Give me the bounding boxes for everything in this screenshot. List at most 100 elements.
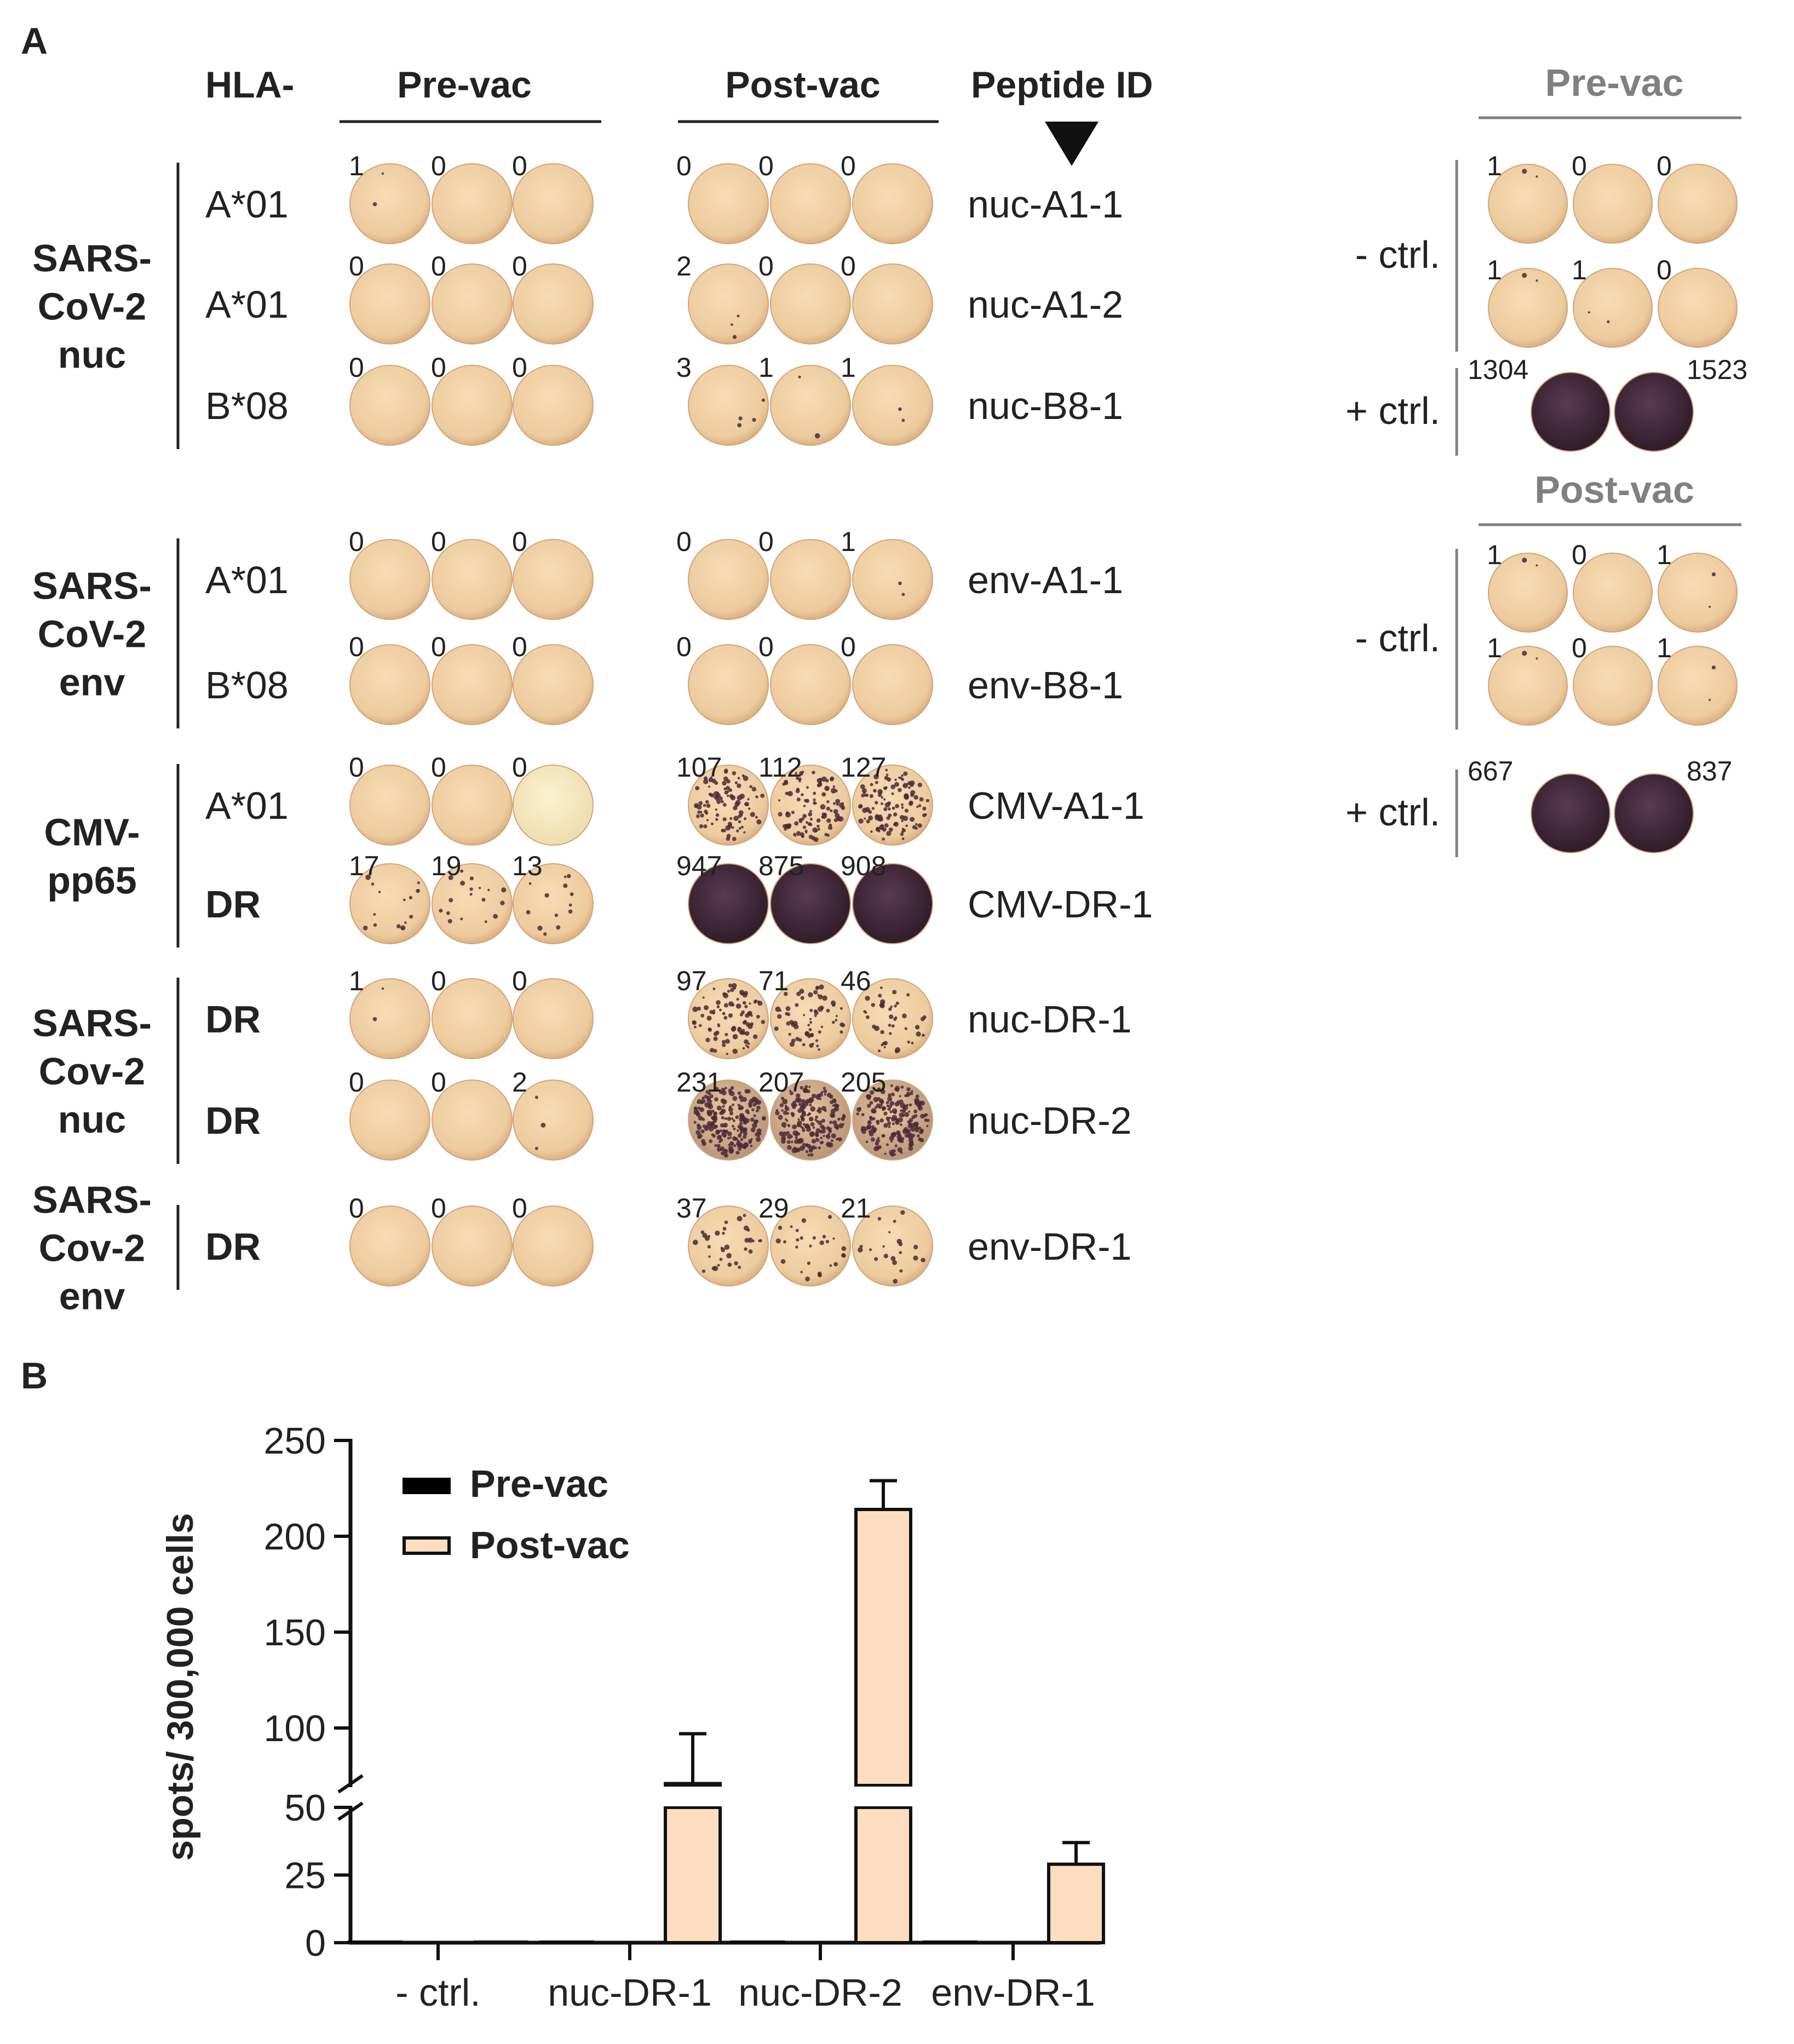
- group-label-line: SARS-: [32, 1002, 152, 1044]
- spot-count: 127: [841, 752, 886, 783]
- spot-count: 0: [349, 1193, 364, 1224]
- y-tick-label: 150: [264, 1612, 326, 1653]
- well-disc: [852, 644, 933, 725]
- well-disc: [688, 263, 769, 345]
- well-spots: [731, 314, 740, 339]
- well-disc: [1614, 372, 1694, 452]
- pre-vac-well: [432, 978, 513, 1059]
- pre-vac-well: [513, 1080, 594, 1161]
- spot-count: 1304: [1468, 354, 1528, 385]
- hla-allele: DR: [205, 998, 261, 1041]
- x-tick-label: env-DR-1: [931, 1971, 1095, 2014]
- spot-count: 46: [841, 966, 871, 996]
- pre-vac-well: [349, 978, 430, 1059]
- well-disc: [852, 1205, 933, 1287]
- well-spots: [534, 1095, 546, 1150]
- neg-control-well: [1488, 646, 1568, 726]
- neg-control-well: [1573, 646, 1653, 726]
- spot-count: 231: [676, 1067, 722, 1098]
- well-disc: [513, 1080, 594, 1161]
- group-label-line: nuc: [58, 334, 126, 376]
- legend-label-post-vac: Post-vac: [470, 1524, 630, 1566]
- well-spots: [774, 984, 846, 1051]
- spot-count: 0: [512, 526, 527, 557]
- pre-vac-well: [513, 263, 594, 345]
- pre-vac-well: [349, 263, 430, 345]
- well-disc: [1614, 773, 1694, 853]
- peptide-id: env-DR-1: [968, 1225, 1132, 1268]
- spot-count: 21: [841, 1193, 871, 1224]
- well-disc: [349, 863, 430, 944]
- well-spots: [363, 874, 421, 931]
- spot-count: 0: [431, 352, 446, 383]
- pre-vac-well: [349, 1080, 430, 1161]
- post-vac-well: [852, 765, 933, 846]
- well-spots: [439, 869, 507, 923]
- well-disc: [688, 863, 769, 944]
- post-vac-well: [852, 263, 933, 345]
- well-disc: [1658, 268, 1738, 348]
- y-tick-label: 50: [284, 1787, 326, 1829]
- spot-count: 1: [1487, 151, 1502, 181]
- well-spots: [1522, 273, 1538, 282]
- well-disc: [1573, 553, 1653, 633]
- pos-control-well: [1614, 372, 1694, 452]
- pre-vac-well: [349, 163, 430, 244]
- well-disc: [513, 263, 594, 345]
- target-group: CMV-pp65: [44, 764, 180, 948]
- neg-control-well: [1658, 646, 1738, 726]
- group-label-line: CoV-2: [38, 613, 146, 656]
- spot-count: 947: [676, 851, 722, 881]
- peptide-id: nuc-B8-1: [968, 384, 1123, 427]
- pos-control-label: + ctrl.: [1346, 791, 1440, 834]
- pre-vac-well: [349, 863, 430, 944]
- peptide-id: CMV-DR-1: [968, 883, 1153, 926]
- well-spots: [1522, 558, 1538, 567]
- neg-control-label: - ctrl.: [1355, 617, 1440, 659]
- legend-swatch-pre-vac: [403, 1478, 451, 1494]
- well-disc: [770, 365, 851, 446]
- well-spots: [778, 771, 846, 842]
- spot-count: 0: [349, 526, 364, 557]
- post-vac-well: [770, 1205, 851, 1287]
- post-vac-well: [852, 978, 933, 1059]
- well-disc: [688, 163, 769, 244]
- spot-count: 0: [349, 251, 364, 282]
- spot-count: 1523: [1687, 354, 1747, 385]
- peptide-id: env-A1-1: [968, 559, 1123, 601]
- hla-allele: A*01: [205, 559, 289, 601]
- well-spots: [775, 1085, 846, 1157]
- pre-vac-well: [349, 539, 430, 620]
- neg-control-well: [1658, 553, 1738, 633]
- well-disc: [1658, 553, 1738, 633]
- well-disc: [852, 863, 933, 944]
- x-tick-label: nuc-DR-2: [738, 1971, 902, 2014]
- well-spots: [737, 398, 765, 428]
- post-vac-well: [688, 863, 769, 944]
- spot-count: 97: [676, 966, 707, 996]
- spot-count: 667: [1468, 756, 1513, 786]
- neg-control-well: [1573, 553, 1653, 633]
- peptide-id: nuc-A1-1: [968, 183, 1123, 226]
- spot-count: 875: [758, 851, 804, 881]
- y-tick-label: 250: [264, 1420, 326, 1462]
- well-spots: [1522, 651, 1538, 660]
- spot-count: 0: [512, 151, 527, 181]
- post-vac-well: [852, 365, 933, 446]
- well-disc: [770, 163, 851, 244]
- spot-count: 1: [841, 526, 856, 557]
- spot-count: 908: [841, 851, 886, 881]
- well-disc: [513, 365, 594, 446]
- post-vac-well: [688, 1080, 769, 1161]
- x-tick-label: - ctrl.: [395, 1971, 481, 2014]
- spot-count: 13: [512, 851, 543, 881]
- hla-allele: A*01: [205, 784, 289, 827]
- spot-count: 0: [676, 151, 692, 181]
- post-vac-well: [688, 1205, 769, 1287]
- well-disc: [432, 978, 513, 1059]
